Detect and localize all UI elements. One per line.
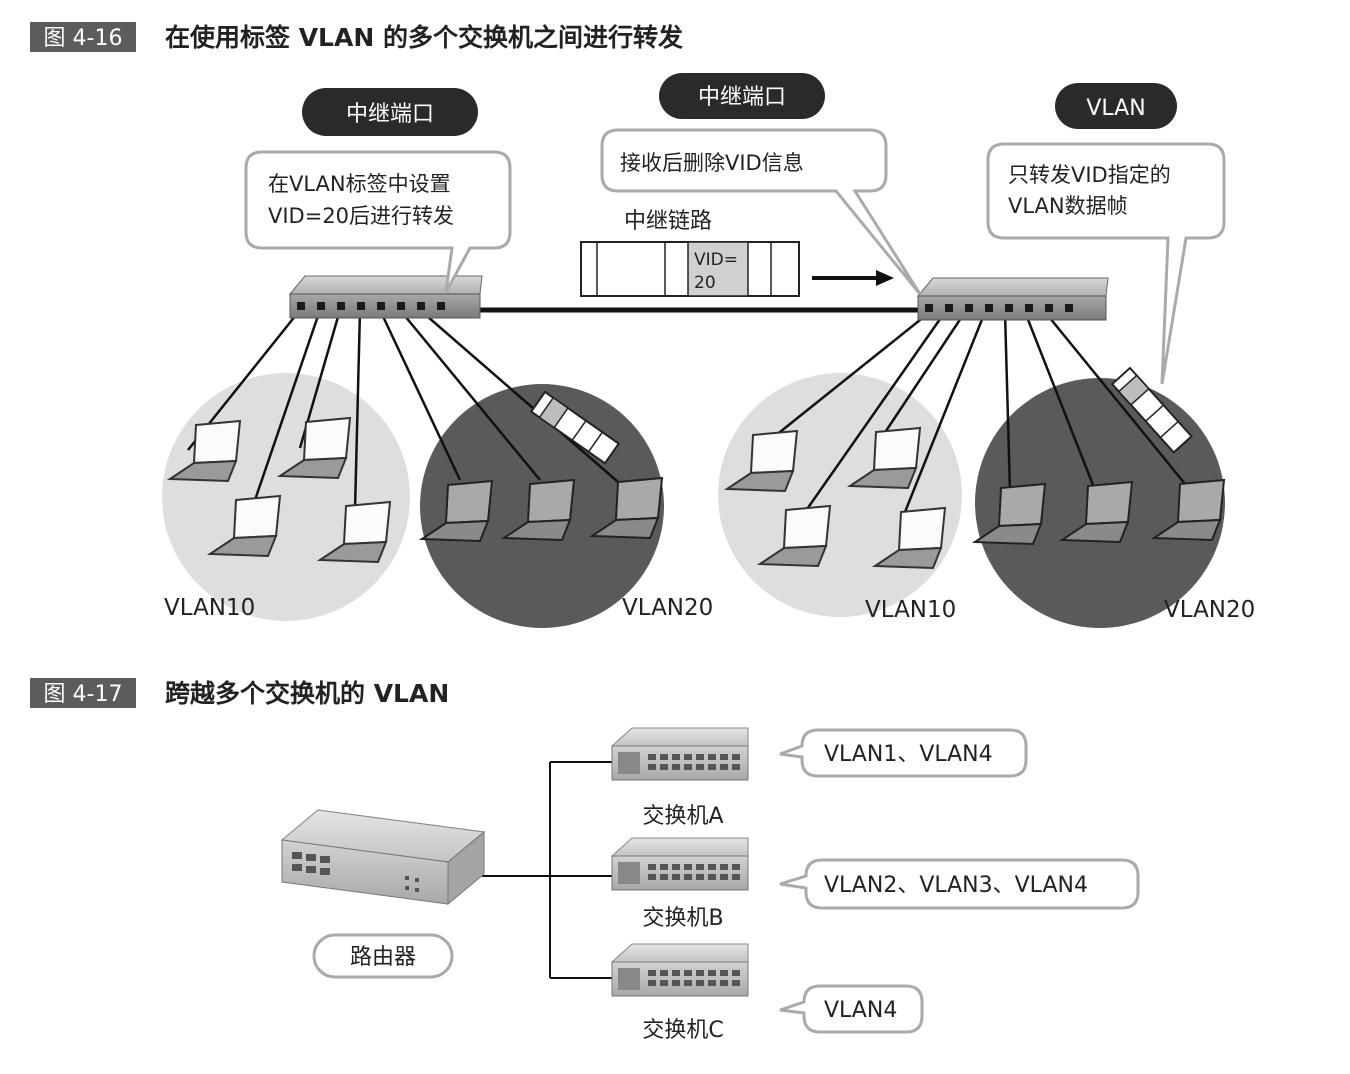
callout-middle [600,128,922,295]
callout-right-line2: VLAN数据帧 [1008,194,1128,218]
figure-4-16: 图 4-16 在使用标签 VLAN 的多个交换机之间进行转发 [30,22,1255,628]
figure-number-badge [30,22,136,52]
switch-right [916,277,1109,321]
arrow-right-icon [812,270,894,286]
switch-c [611,943,749,997]
frame-icon-left [529,390,621,465]
switch-b-vlans: VLAN2、VLAN3、VLAN4 [824,873,1088,898]
trunk-link-label: 中继链路 [624,209,712,234]
callout-middle-text: 接收后删除VID信息 [620,151,804,175]
cables-right-switch [769,311,1191,513]
frame-vid-line1: VID= [694,250,738,270]
router-label-box [312,933,454,979]
switch-b-vlan-bubble [779,858,1140,910]
frame-icon-right [1110,366,1193,454]
frame-vid-line2: 20 [694,273,716,293]
tag-vlan-right [1055,83,1177,129]
figure-number-2: 图 4-17 [44,682,123,707]
figure-4-17: 图 4-17 跨越多个交换机的 VLAN 路由器 交换机A 交换机B 交换机C … [30,678,1140,1043]
switch-a-vlan-bubble [779,728,1028,778]
tag-trunk-port-middle-label: 中继端口 [698,85,786,110]
switch-a-vlans: VLAN1、VLAN4 [824,742,993,767]
switch-left [288,275,483,319]
router-label: 路由器 [350,945,416,970]
switch-c-vlan-bubble [779,984,924,1034]
figure-number: 图 4-16 [44,26,123,51]
switch-b-label: 交换机B [642,906,723,931]
router [280,809,486,906]
tagged-frame [580,241,800,297]
tag-trunk-port-left [302,88,478,136]
callout-left-line1: 在VLAN标签中设置 [268,172,451,196]
vlan20-left-label: VLAN20 [622,595,713,621]
switch-a [611,727,749,781]
vlan10-left-label: VLAN10 [164,595,255,621]
callout-right-line1: 只转发VID指定的 [1008,163,1171,187]
vlan20-right-label: VLAN20 [1164,597,1255,623]
figure-number-badge-2 [30,678,136,708]
switch-b [611,837,749,891]
vlan10-right-label: VLAN10 [865,597,956,623]
figure-title: 在使用标签 VLAN 的多个交换机之间进行转发 [165,23,683,52]
switch-a-label: 交换机A [642,804,723,829]
figure-title-2: 跨越多个交换机的 VLAN [165,679,449,708]
callout-left-line2: VID=20后进行转发 [268,204,454,228]
tag-vlan-right-label: VLAN [1086,96,1145,121]
connection-lines [482,761,614,979]
vlan10-right-group [718,373,962,617]
callout-right [986,142,1226,385]
switch-c-vlans: VLAN4 [824,998,897,1023]
tag-trunk-port-middle [659,73,825,119]
switch-c-label: 交换机C [642,1018,723,1043]
cables-left-switch [187,309,626,511]
callout-left [244,150,512,293]
tag-trunk-port-left-label: 中继端口 [346,102,434,127]
